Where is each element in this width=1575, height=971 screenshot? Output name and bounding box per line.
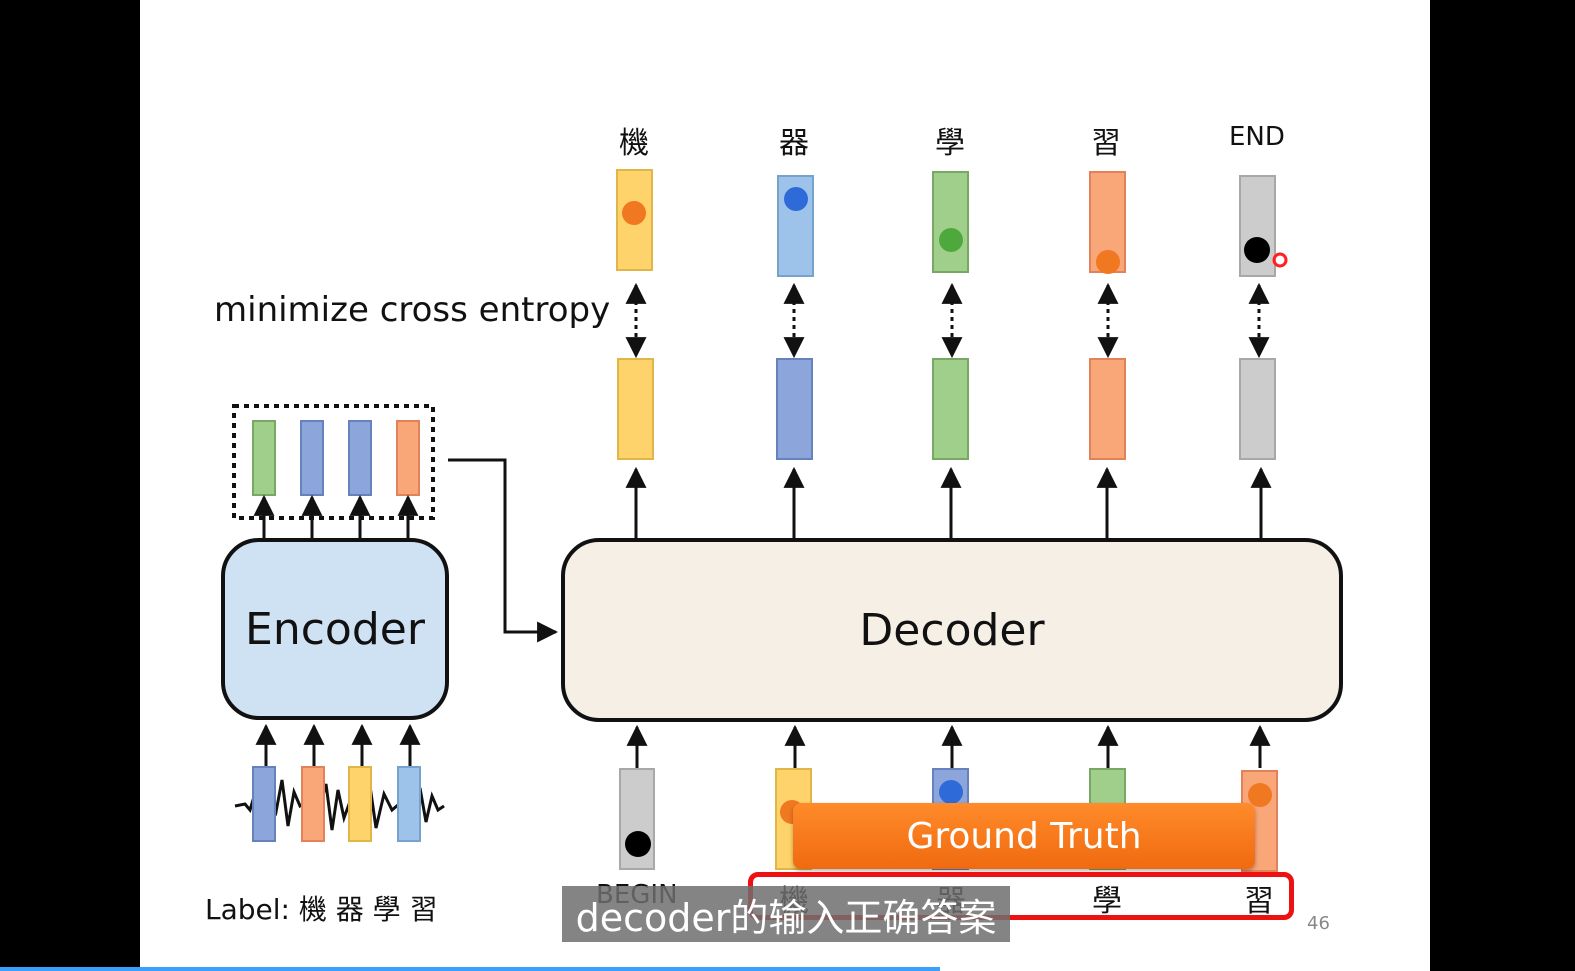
decoder-block: Decoder	[561, 538, 1343, 722]
audio-feature-vector	[397, 766, 421, 842]
target-vector	[932, 171, 969, 273]
encoder-output-dashed-box	[232, 404, 435, 520]
one-hot-dot	[784, 187, 808, 211]
decoder-output-distribution	[1089, 358, 1126, 460]
output-label: 器	[779, 126, 809, 161]
loss-label: minimize cross entropy	[214, 290, 611, 330]
video-progress-bar[interactable]	[0, 967, 940, 971]
one-hot-dot	[1096, 250, 1120, 274]
output-label: 學	[935, 126, 965, 161]
audio-feature-vector	[348, 766, 372, 842]
decoder-output-distribution	[776, 358, 813, 460]
encoder-output-vector	[348, 420, 372, 496]
one-hot-dot	[939, 780, 963, 804]
encoder-output-vector	[252, 420, 276, 496]
one-hot-dot	[622, 201, 646, 225]
encoder-to-decoder-arrow	[448, 458, 559, 643]
ground-truth-banner: Ground Truth	[793, 803, 1255, 869]
output-label: 習	[1091, 126, 1121, 161]
ground-truth-char: 習	[1244, 884, 1274, 919]
output-label-end: END	[1229, 122, 1285, 152]
audio-feature-vector	[301, 766, 325, 842]
slide-number: 46	[1307, 913, 1330, 934]
one-hot-dot	[939, 228, 963, 252]
decoder-output-distribution	[617, 358, 654, 460]
encoder-output-vector	[300, 420, 324, 496]
one-hot-dot	[1244, 237, 1270, 263]
encoder-block: Encoder	[221, 538, 449, 720]
laser-pointer-dot	[1272, 252, 1288, 268]
label-caption: Label: 機 器 學 習	[205, 893, 438, 926]
video-subtitle: decoder的输入正确答案	[562, 886, 1010, 942]
one-hot-dot	[1248, 783, 1272, 807]
one-hot-dot	[625, 831, 651, 857]
output-label: 機	[619, 126, 649, 161]
audio-feature-vector	[252, 766, 276, 842]
ground-truth-char: 學	[1092, 884, 1122, 919]
decoder-output-distribution	[1239, 358, 1276, 460]
decoder-output-distribution	[932, 358, 969, 460]
encoder-output-vector	[396, 420, 420, 496]
